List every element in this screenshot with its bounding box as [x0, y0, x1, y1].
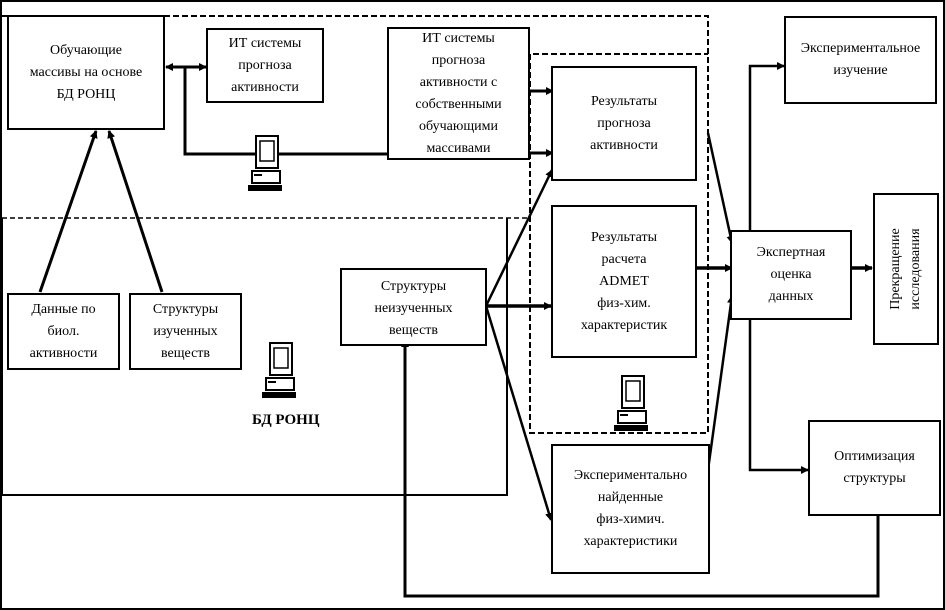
stop-research-text: Прекращение исследования	[888, 228, 924, 310]
box-expert-assessment: Экспертная оценка данных	[730, 230, 852, 320]
box-bio-activity-data: Данные по биол. активности	[7, 293, 120, 370]
feedback-arrow	[401, 339, 880, 598]
arrow	[107, 130, 164, 293]
box-training-arrays: Обучающие массивы на основе БД РОНЦ	[7, 15, 165, 130]
arrow	[38, 130, 98, 293]
computer-icon	[614, 375, 648, 431]
box-it-systems-own: ИТ системы прогноза активности с собстве…	[387, 27, 530, 160]
arrow	[484, 169, 554, 307]
box-admet-results: Результаты расчета ADMET физ-хим. характ…	[551, 205, 697, 358]
arrow	[706, 295, 736, 471]
box-stop-research: Прекращение исследования	[873, 193, 939, 345]
db-region	[1, 218, 508, 496]
box-it-systems: ИТ системы прогноза активности	[206, 28, 324, 103]
dashed-region-it	[2, 15, 709, 434]
box-prediction-results: Результаты прогноза активности	[551, 66, 697, 181]
box-unstudied-structures: Структуры неизученных веществ	[340, 268, 487, 346]
computer-icon	[262, 342, 296, 398]
computer-icon	[248, 135, 282, 191]
arrow	[748, 319, 809, 474]
box-experimental-study: Экспериментальное изучение	[784, 16, 937, 104]
connector	[183, 67, 388, 156]
box-studied-structures: Структуры изученных веществ	[129, 293, 242, 370]
arrow	[748, 62, 785, 230]
arrow	[706, 132, 735, 244]
box-structure-optimization: Оптимизация структуры	[808, 420, 941, 516]
box-experimental-physchem: Экспериментально найденные физ-химич. ха…	[551, 444, 710, 574]
database-label: БД РОНЦ	[252, 412, 320, 428]
arrow	[484, 305, 553, 521]
